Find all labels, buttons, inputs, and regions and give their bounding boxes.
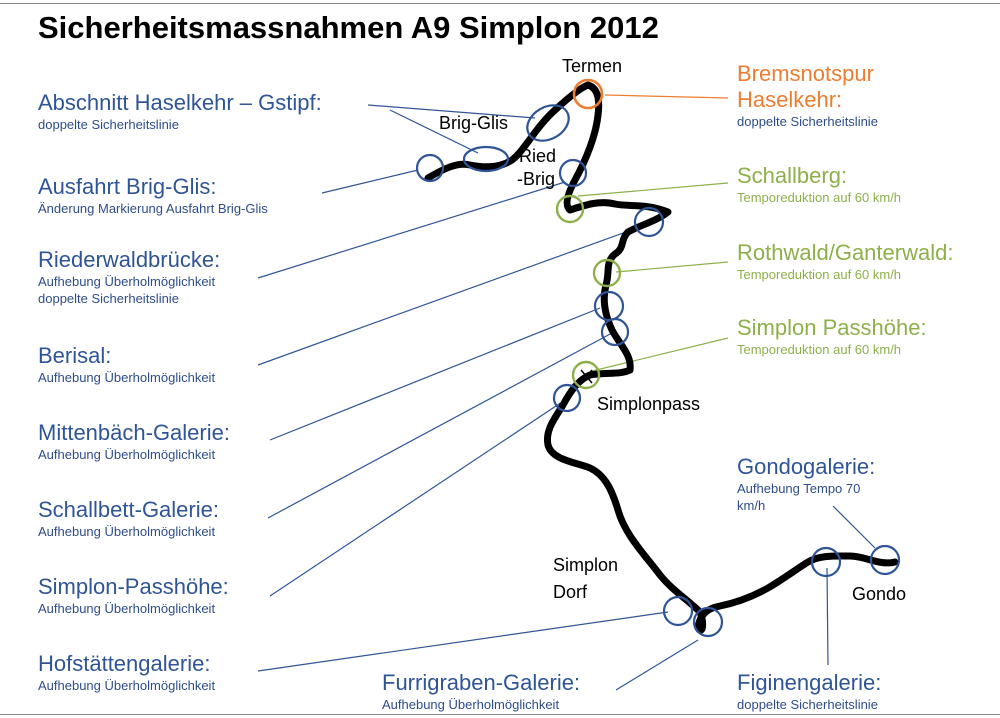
connector-hofstaetten [257, 611, 669, 672]
label-heading: Rothwald/Ganterwald: [737, 240, 954, 265]
label-detail: Aufhebung Überholmöglichkeit [38, 370, 216, 385]
place-termen: Termen [562, 56, 623, 76]
connector-furrigraben [615, 639, 699, 691]
page-title: Sicherheitsmassnahmen A9 Simplon 2012 [38, 10, 659, 45]
marker-schallberg [555, 194, 585, 224]
connector-simplon-passhoehe [591, 337, 729, 372]
marker-figinengalerie [810, 546, 842, 578]
connector-berisal [257, 223, 649, 366]
connector-riederwald [257, 181, 566, 279]
pass-cross-icon [580, 369, 593, 384]
label-detail: Temporeduktion auf 60 km/h [737, 190, 902, 205]
label-heading: Hofstättengalerie: [38, 651, 211, 676]
label-schallbett-galerie: Schallbett-Galerie: Aufhebung Überholmög… [38, 497, 219, 540]
connector-schallbett [267, 332, 613, 519]
label-detail: Aufhebung Überholmöglichkeit [38, 274, 216, 289]
connector-schallberg [577, 182, 729, 197]
label-detail: Aufhebung Tempo 70 [737, 481, 861, 496]
green-markers [555, 194, 622, 390]
marker-simplon-passhoehe-green [571, 360, 601, 390]
label-detail: doppelte Sicherheitslinie [737, 697, 878, 712]
label-detail: km/h [737, 498, 766, 513]
marker-schallbett-galerie [600, 317, 630, 347]
blue-markers [415, 104, 901, 638]
label-detail: Aufhebung Überholmöglichkeit [38, 678, 216, 693]
label-heading: Schallbett-Galerie: [38, 497, 219, 522]
label-detail: Temporeduktion auf 60 km/h [737, 267, 902, 282]
connector-rothwald [615, 261, 729, 273]
connector-figinen [826, 567, 829, 666]
place-simplon-dorf-line1: Simplon [553, 555, 619, 575]
bottom-border [0, 714, 1000, 715]
marker-furrigraben-galerie [692, 606, 724, 638]
label-mittenbaech-galerie: Mittenbäch-Galerie: Aufhebung Überholmög… [38, 420, 230, 463]
connector-haselkehr-b [389, 109, 479, 154]
label-heading-line2: Haselkehr: [737, 87, 843, 112]
place-simplonpass: Simplonpass [597, 394, 701, 414]
label-detail: Aufhebung Überholmöglichkeit [38, 524, 216, 539]
label-ausfahrt-brig-glis: Ausfahrt Brig-Glis: Änderung Markierung … [38, 174, 268, 217]
marker-ausfahrt-brig-glis [415, 153, 445, 183]
label-heading: Simplon Passhöhe: [737, 315, 927, 340]
place-gondo: Gondo [852, 584, 907, 604]
label-heading: Schallberg: [737, 163, 848, 188]
route-path [424, 81, 899, 634]
connector-lines [257, 94, 876, 691]
label-heading: Furrigraben-Galerie: [382, 670, 581, 695]
marker-haselkehr-gstipf-1 [462, 145, 510, 173]
connector-ausfahrt [321, 169, 419, 194]
marker-gondogalerie [869, 544, 901, 576]
marker-bremsnotspur-haselkehr [572, 78, 604, 110]
place-simplon-dorf-line2: Dorf [553, 582, 588, 602]
label-detail: Änderung Markierung Ausfahrt Brig-Glis [38, 201, 268, 216]
marker-riederwaldbruecke [558, 158, 588, 188]
label-detail: doppelte Sicherheitslinie [737, 114, 878, 129]
label-detail: Temporeduktion auf 60 km/h [737, 342, 902, 357]
label-simplon-passhoehe-left: Simplon-Passhöhe: Aufhebung Überholmögli… [38, 574, 229, 617]
label-schallberg: Schallberg: Temporeduktion auf 60 km/h [737, 163, 901, 206]
place-ried-brig-line2: -Brig [517, 169, 556, 189]
place-brig-glis: Brig-Glis [439, 113, 509, 133]
place-ried-brig-line1: Ried [519, 146, 557, 166]
label-bremsnotspur-haselkehr: Bremsnotspur Haselkehr: doppelte Sicherh… [737, 61, 878, 130]
marker-simplon-passhoehe-blue [552, 383, 582, 413]
label-berisal: Berisal: Aufhebung Überholmöglichkeit [38, 343, 215, 386]
label-figinengalerie: Figinengalerie: doppelte Sicherheitslini… [737, 670, 881, 713]
marker-rothwald-ganterwald [592, 258, 622, 288]
label-detail: Aufhebung Überholmöglichkeit [38, 601, 216, 616]
marker-hofstaettengalerie [662, 595, 694, 627]
marker-haselkehr-gstipf-2 [526, 104, 570, 142]
label-simplon-passhoehe-right: Simplon Passhöhe: Temporeduktion auf 60 … [737, 315, 927, 358]
label-detail: doppelte Sicherheitslinie [38, 117, 179, 132]
label-gondogalerie: Gondogalerie: Aufhebung Tempo 70 km/h [737, 454, 875, 514]
label-abschnitt-haselkehr-gstipf: Abschnitt Haselkehr – Gstipf: doppelte S… [38, 90, 322, 133]
label-detail: Aufhebung Überholmöglichkeit [38, 447, 216, 462]
label-heading: Riederwaldbrücke: [38, 247, 221, 272]
connector-bremsnotspur [604, 94, 729, 99]
label-detail: doppelte Sicherheitslinie [38, 291, 179, 306]
label-hofstaettengalerie: Hofstättengalerie: Aufhebung Überholmögl… [38, 651, 215, 694]
connector-mittenbaech [269, 307, 601, 441]
connector-gondogalerie [832, 505, 876, 549]
label-heading: Ausfahrt Brig-Glis: [38, 174, 217, 199]
label-heading: Figinengalerie: [737, 670, 882, 695]
label-heading: Gondogalerie: [737, 454, 876, 479]
label-riederwaldbruecke: Riederwaldbrücke: Aufhebung Überholmögli… [38, 247, 220, 307]
label-heading: Simplon-Passhöhe: [38, 574, 229, 599]
label-heading: Abschnitt Haselkehr – Gstipf: [38, 90, 322, 115]
label-detail: Aufhebung Überholmöglichkeit [382, 697, 560, 712]
connector-passhoehe-blue [269, 401, 563, 597]
marker-berisal [633, 206, 665, 238]
label-heading: Berisal: [38, 343, 112, 368]
label-heading-line1: Bremsnotspur [737, 61, 874, 86]
top-border [0, 3, 1000, 4]
connector-haselkehr-a [367, 104, 536, 119]
label-heading: Mittenbäch-Galerie: [38, 420, 230, 445]
label-furrigraben-galerie: Furrigraben-Galerie: Aufhebung Überholmö… [382, 670, 580, 713]
label-rothwald-ganterwald: Rothwald/Ganterwald: Temporeduktion auf … [737, 240, 953, 283]
